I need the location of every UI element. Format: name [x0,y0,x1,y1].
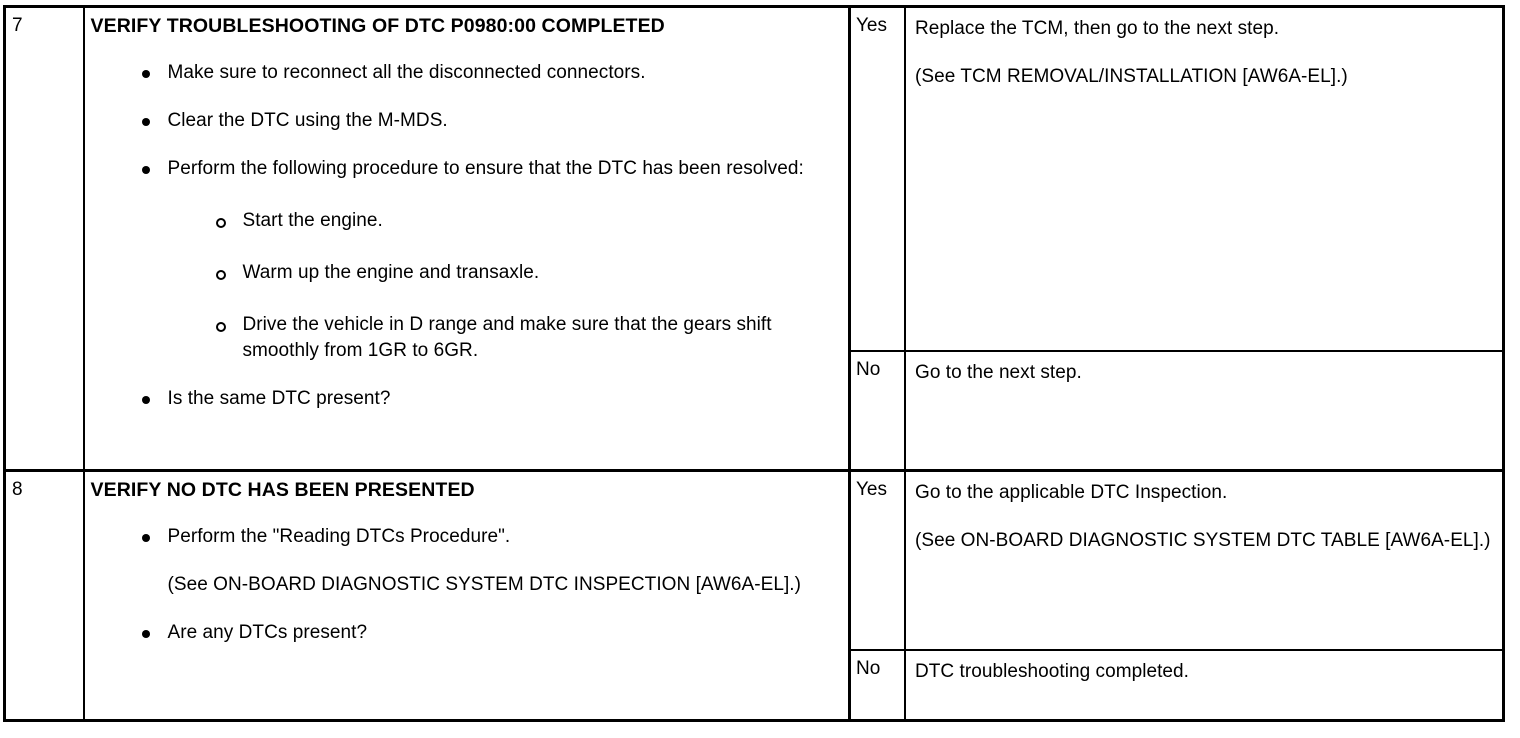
sub-list-item: Drive the vehicle in D range and make su… [91,312,841,364]
answer-label-cell: Yes [851,472,906,652]
answer-label-cell: Yes [851,8,906,352]
answers-cell: Yes Go to the applicable DTC Inspection.… [849,470,1505,721]
answer-row-no: No Go to the next step. [851,351,1505,470]
result-paragraph: Go to the next step. [915,362,1082,383]
action-content: VERIFY NO DTC HAS BEEN PRESENTED Perform… [85,472,849,652]
answer-row-yes: Yes Go to the applicable DTC Inspection.… [851,472,1505,652]
answer-label-cell: No [851,650,906,719]
result-reference: (See TCM REMOVAL/INSTALLATION [AW6A-EL].… [915,66,1348,87]
list-item-label: Is the same DTC present? [167,388,391,409]
list-item-label: Make sure to reconnect all the disconnec… [167,62,646,83]
sub-list-item: Warm up the engine and transaxle. [91,260,841,286]
sub-list-item-label: Drive the vehicle in D range and make su… [242,314,772,361]
list-item: Perform the "Reading DTCs Procedure". [91,524,841,550]
list-item: Clear the DTC using the M-MDS. [91,108,841,134]
action-content: VERIFY TROUBLESHOOTING OF DTC P0980:00 C… [85,8,849,418]
answer-result-cell: DTC troubleshooting completed. [905,650,1505,719]
answer-label: No [856,359,881,380]
list-item-label: Perform the following procedure to ensur… [167,158,804,179]
table-body: 7 VERIFY TROUBLESHOOTING OF DTC P0980:00… [4,6,1505,721]
step-title: VERIFY TROUBLESHOOTING OF DTC P0980:00 C… [90,15,665,37]
step-number: 7 [12,15,23,36]
answer-label: Yes [856,479,887,501]
sub-list-item: Start the engine. [91,208,841,234]
list-item: Make sure to reconnect all the disconnec… [91,60,841,86]
answer-label-cell: No [851,351,906,470]
step-number-cell: 7 [4,6,85,473]
list-item: Perform the following procedure to ensur… [91,156,841,182]
result-paragraph: DTC troubleshooting completed. [915,661,1189,683]
table-row: 8 VERIFY NO DTC HAS BEEN PRESENTED Perfo… [4,470,1505,721]
filled-bullet-icon [141,534,150,543]
result-reference: (See ON-BOARD DIAGNOSTIC SYSTEM DTC TABL… [915,530,1491,552]
filled-bullet-icon [141,396,150,404]
step-number: 8 [12,479,23,501]
result-content: Go to the applicable DTC Inspection. (Se… [906,472,1505,560]
dtc-troubleshooting-table: 7 VERIFY TROUBLESHOOTING OF DTC P0980:00… [3,5,1505,722]
action-bullet-list-continued: Are any DTCs present? [91,620,841,646]
answer-result-cell: Replace the TCM, then go to the next ste… [905,8,1505,352]
filled-bullet-icon [141,70,150,78]
answer-label: Yes [856,15,887,36]
sub-list-item-label: Warm up the engine and transaxle. [242,262,540,283]
hollow-bullet-icon [215,270,226,280]
action-bullet-list: Perform the "Reading DTCs Procedure". [91,524,841,550]
list-item: Is the same DTC present? [91,386,841,412]
list-item-label: Clear the DTC using the M-MDS. [167,110,448,131]
step-action-cell: VERIFY TROUBLESHOOTING OF DTC P0980:00 C… [83,6,851,473]
answer-row-no: No DTC troubleshooting completed. [851,650,1505,719]
hollow-bullet-icon [215,322,226,332]
list-item: Are any DTCs present? [91,620,841,646]
result-content: Go to the next step. [906,352,1505,392]
step-title: VERIFY NO DTC HAS BEEN PRESENTED [90,479,475,502]
sub-list-item-label: Start the engine. [242,210,383,231]
answers-cell: Yes Replace the TCM, then go to the next… [849,6,1505,473]
filled-bullet-icon [141,630,150,639]
answer-result-cell: Go to the applicable DTC Inspection. (Se… [905,472,1505,652]
filled-bullet-icon [141,166,150,174]
answer-label: No [856,658,881,680]
reference-note: (See ON-BOARD DIAGNOSTIC SYSTEM DTC INSP… [167,574,801,596]
answer-table: Yes Replace the TCM, then go to the next… [851,8,1505,470]
result-content: Replace the TCM, then go to the next ste… [906,8,1505,96]
list-item-label: Are any DTCs present? [167,622,368,644]
filled-bullet-icon [141,118,150,126]
step-number-cell: 8 [4,470,85,721]
list-item-label: Perform the "Reading DTCs Procedure". [167,526,511,548]
result-content: DTC troubleshooting completed. [906,651,1505,691]
answer-table: Yes Go to the applicable DTC Inspection.… [851,472,1505,719]
table-row: 7 VERIFY TROUBLESHOOTING OF DTC P0980:00… [4,6,1505,473]
result-paragraph: Go to the applicable DTC Inspection. [915,482,1228,504]
step-action-cell: VERIFY NO DTC HAS BEEN PRESENTED Perform… [83,470,851,721]
answer-result-cell: Go to the next step. [905,351,1505,470]
action-bullet-list: Make sure to reconnect all the disconnec… [91,60,841,412]
hollow-bullet-icon [215,218,226,228]
answer-row-yes: Yes Replace the TCM, then go to the next… [851,8,1505,352]
result-paragraph: Replace the TCM, then go to the next ste… [915,18,1280,39]
